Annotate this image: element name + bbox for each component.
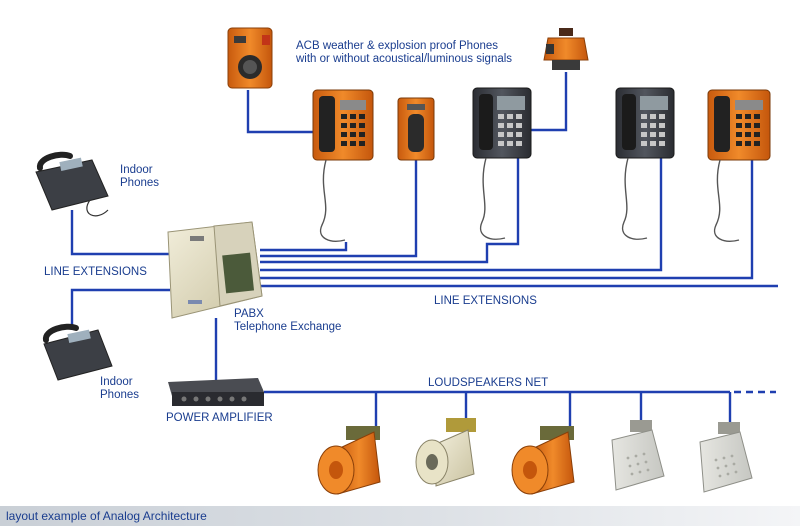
horn-speaker-orange-icon [317,426,381,495]
indoor-desk-phone-icon [43,323,113,381]
beacon-horn-icon [543,28,589,70]
caption-text: layout example of Analog Architecture [6,509,207,523]
weatherproof-phone-black-icon [615,87,675,240]
pabx-label: PABX [234,308,264,320]
indoor-desk-phone-icon [35,151,109,217]
power-amplifier-icon [168,378,264,406]
caption-bar: layout example of Analog Architecture [0,506,800,526]
telephone-exchange-label: Telephone Exchange [234,321,342,333]
box-speaker-cream-icon [699,422,753,493]
horn-speaker-cream-icon [415,418,476,487]
weatherproof-phone-orange-icon [312,89,374,242]
line-extensions-left-label: LINE EXTENSIONS [44,266,147,278]
box-speaker-cream-icon [611,420,665,491]
horn-speaker-orange-icon [511,426,575,495]
wiring [70,72,778,430]
weatherproof-phone-black-icon [472,87,532,240]
loudspeakers-net-label: LOUDSPEAKERS NET [428,377,549,389]
weatherproof-speaker-unit-icon [397,97,435,161]
power-amplifier-label: POWER AMPLIFIER [166,412,273,424]
acb-compact-phone-icon [227,27,273,89]
line-extensions-right-label: LINE EXTENSIONS [434,295,537,307]
indoor-phones-top-label-1: Indoor [120,164,153,176]
indoor-phones-bottom-label-1: Indoor [100,376,133,388]
indoor-phones-top-label-2: Phones [120,177,160,189]
acb-phones-label-line1: ACB weather & explosion proof Phones [296,40,499,52]
acb-phones-label-line2: with or without acoustical/luminous sign… [296,53,513,65]
pabx-cabinet-icon [167,221,263,319]
weatherproof-phone-orange-icon [707,89,771,242]
indoor-phones-bottom-label-2: Phones [100,389,140,401]
